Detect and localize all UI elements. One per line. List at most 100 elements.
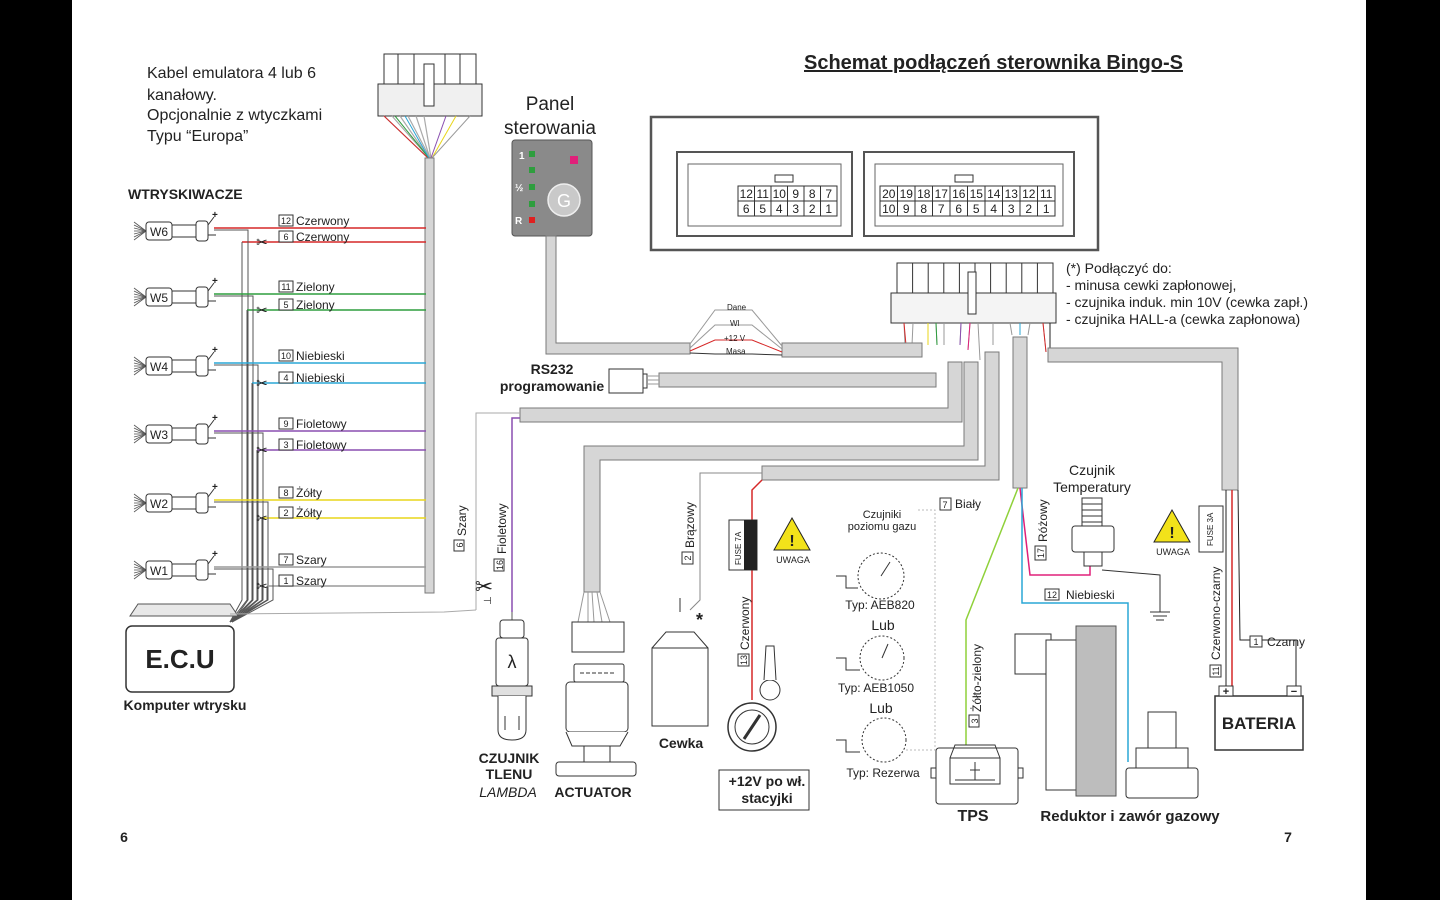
c20-pin-label: 19 (900, 187, 914, 201)
emulator-connector (377, 53, 483, 159)
svg-text:FUSE 3A: FUSE 3A (1206, 512, 1215, 546)
svg-text:Szary: Szary (455, 505, 469, 536)
c20-pin-label: 20 (882, 187, 896, 201)
svg-text:Niebieski: Niebieski (1066, 588, 1115, 602)
c12-pin-label: 7 (825, 187, 832, 201)
injector-color-a: Niebieski (296, 349, 345, 363)
tps-label: TPS (957, 808, 988, 825)
c20-pin-label: 7 (938, 202, 945, 216)
panel-title-1: Panel (526, 94, 575, 115)
wiring-diagram: Schemat podłączeń sterownika Bingo-S Kab… (120, 52, 1308, 845)
svg-text:+12V po wł.: +12V po wł. (729, 773, 806, 789)
panel-title-2: sterowania (504, 118, 596, 139)
c20-pin-label: 11 (1040, 187, 1053, 201)
c12-pin-label: 12 (740, 187, 754, 201)
c20-pin-label: 10 (882, 202, 896, 216)
injector-color-a: Zielony (296, 280, 335, 294)
wire-label-niebieski: 12 Niebieski (1044, 588, 1115, 602)
panel-g-button[interactable] (547, 183, 581, 217)
wire-rozowy (1019, 487, 1091, 576)
svg-text:3: 3 (970, 718, 980, 723)
c20-pin-label: 18 (917, 187, 931, 201)
injector-pin-a: 12 (281, 216, 291, 226)
injector-color-a: Czerwony (296, 214, 349, 228)
c12-pin-label: 11 (757, 187, 770, 201)
lambda-sensor: λ (491, 612, 533, 741)
svg-text:16: 16 (495, 560, 505, 570)
svg-text:Czarny: Czarny (1267, 635, 1305, 649)
wire-szary (475, 412, 520, 610)
wire-czarny (1237, 489, 1297, 690)
c20-pin-label: 12 (1022, 187, 1036, 201)
emulator-note-line-4: Typu “Europa” (147, 128, 248, 145)
injector-color-a: Szary (296, 553, 327, 567)
note-line-1: (*) Podłączyć do: (1066, 260, 1172, 276)
wire-label-czerwono-czarny: 11 Czerwono-czarny (1209, 567, 1223, 678)
svg-text:+: + (212, 413, 218, 424)
emulator-note-line-1: Kabel emulatora 4 lub 6 (147, 65, 316, 82)
scissors-icon: ✂ (256, 375, 268, 391)
plus-icon: + (1223, 686, 1229, 698)
injector-pin-b: 4 (283, 373, 288, 383)
minus-icon: − (1291, 686, 1297, 698)
panel-led-green-1 (529, 151, 535, 157)
rs232-wire-wl: Wl (730, 319, 740, 328)
note-line-3: - czujnika induk. min 10V (cewka zapł.) (1066, 294, 1308, 310)
injector-color-a: Żółty (296, 486, 322, 500)
svg-text:!: ! (789, 533, 794, 550)
emulator-note-line-3: Opcjonalnie z wtyczkami (147, 107, 322, 124)
key-icon (759, 645, 781, 701)
c20-pin-label: 2 (1025, 202, 1032, 216)
actuator-label: ACTUATOR (554, 784, 631, 800)
injector-label: W1 (150, 564, 168, 578)
c20-pin-label: 9 (903, 202, 910, 216)
injector-pin-b: 6 (283, 232, 288, 242)
fuse-3a: FUSE 3A (1198, 505, 1224, 553)
svg-text:Czerwony: Czerwony (738, 597, 752, 650)
c20-pin-label: 1 (1043, 202, 1050, 216)
c12-pin-label: 4 (776, 202, 783, 216)
gauge-lub-2: Lub (869, 700, 893, 716)
lambda-label-1: CZUJNIK (479, 750, 540, 766)
injector-pin-b: 1 (283, 576, 288, 586)
gauge-typ-3: Typ: Rezerwa (846, 766, 920, 780)
c12-pin-label: 8 (809, 187, 816, 201)
injector-color-b: Szary (296, 574, 327, 588)
emulator-note-line-2: kanałowy. (147, 87, 217, 104)
diagram-page: Schemat podłączeń sterownika Bingo-S Kab… (72, 0, 1366, 900)
wire-label-zolto-zielony: 3 Żółto-zielony (968, 644, 984, 728)
cewka-wire: 2 Brązowy * (681, 472, 762, 630)
harness-connector (890, 262, 1057, 361)
c20-pin-label: 14 (987, 187, 1001, 201)
c12-pin-label: 2 (809, 202, 816, 216)
rs232-wire-masa: Masa (726, 347, 746, 356)
injectors-heading: WTRYSKIWACZE (128, 186, 243, 202)
warning-icon-battery: ! (1153, 508, 1191, 543)
injector-pin-b: 3 (283, 440, 288, 450)
injector-label: W3 (150, 428, 168, 442)
gauge-aeb820 (836, 552, 905, 600)
gauge-aeb1050 (836, 635, 905, 681)
injector-label: W5 (150, 291, 168, 305)
diagram-title: Schemat podłączeń sterownika Bingo-S (804, 52, 1183, 74)
panel-led-label-r: R (515, 216, 523, 227)
svg-text:stacyjki: stacyjki (741, 790, 792, 806)
wire-bialy (905, 509, 936, 751)
svg-text:✂: ✂ (475, 574, 493, 599)
wire-label-czarny: 1 Czarny (1249, 635, 1305, 649)
battery: + − BATERIA (1214, 685, 1304, 751)
panel-led-green-3 (529, 184, 535, 190)
panel-led-red (529, 217, 535, 223)
scissors-icon: ✂ (256, 302, 268, 318)
temp-sensor-label-1: Czujnik (1069, 462, 1116, 478)
gauges-heading-2: poziomu gazu (848, 521, 917, 533)
note-line-4: - czujnika HALL-a (cewka zapłonowa) (1066, 311, 1300, 327)
control-panel: 1 ½ R G (511, 139, 593, 237)
